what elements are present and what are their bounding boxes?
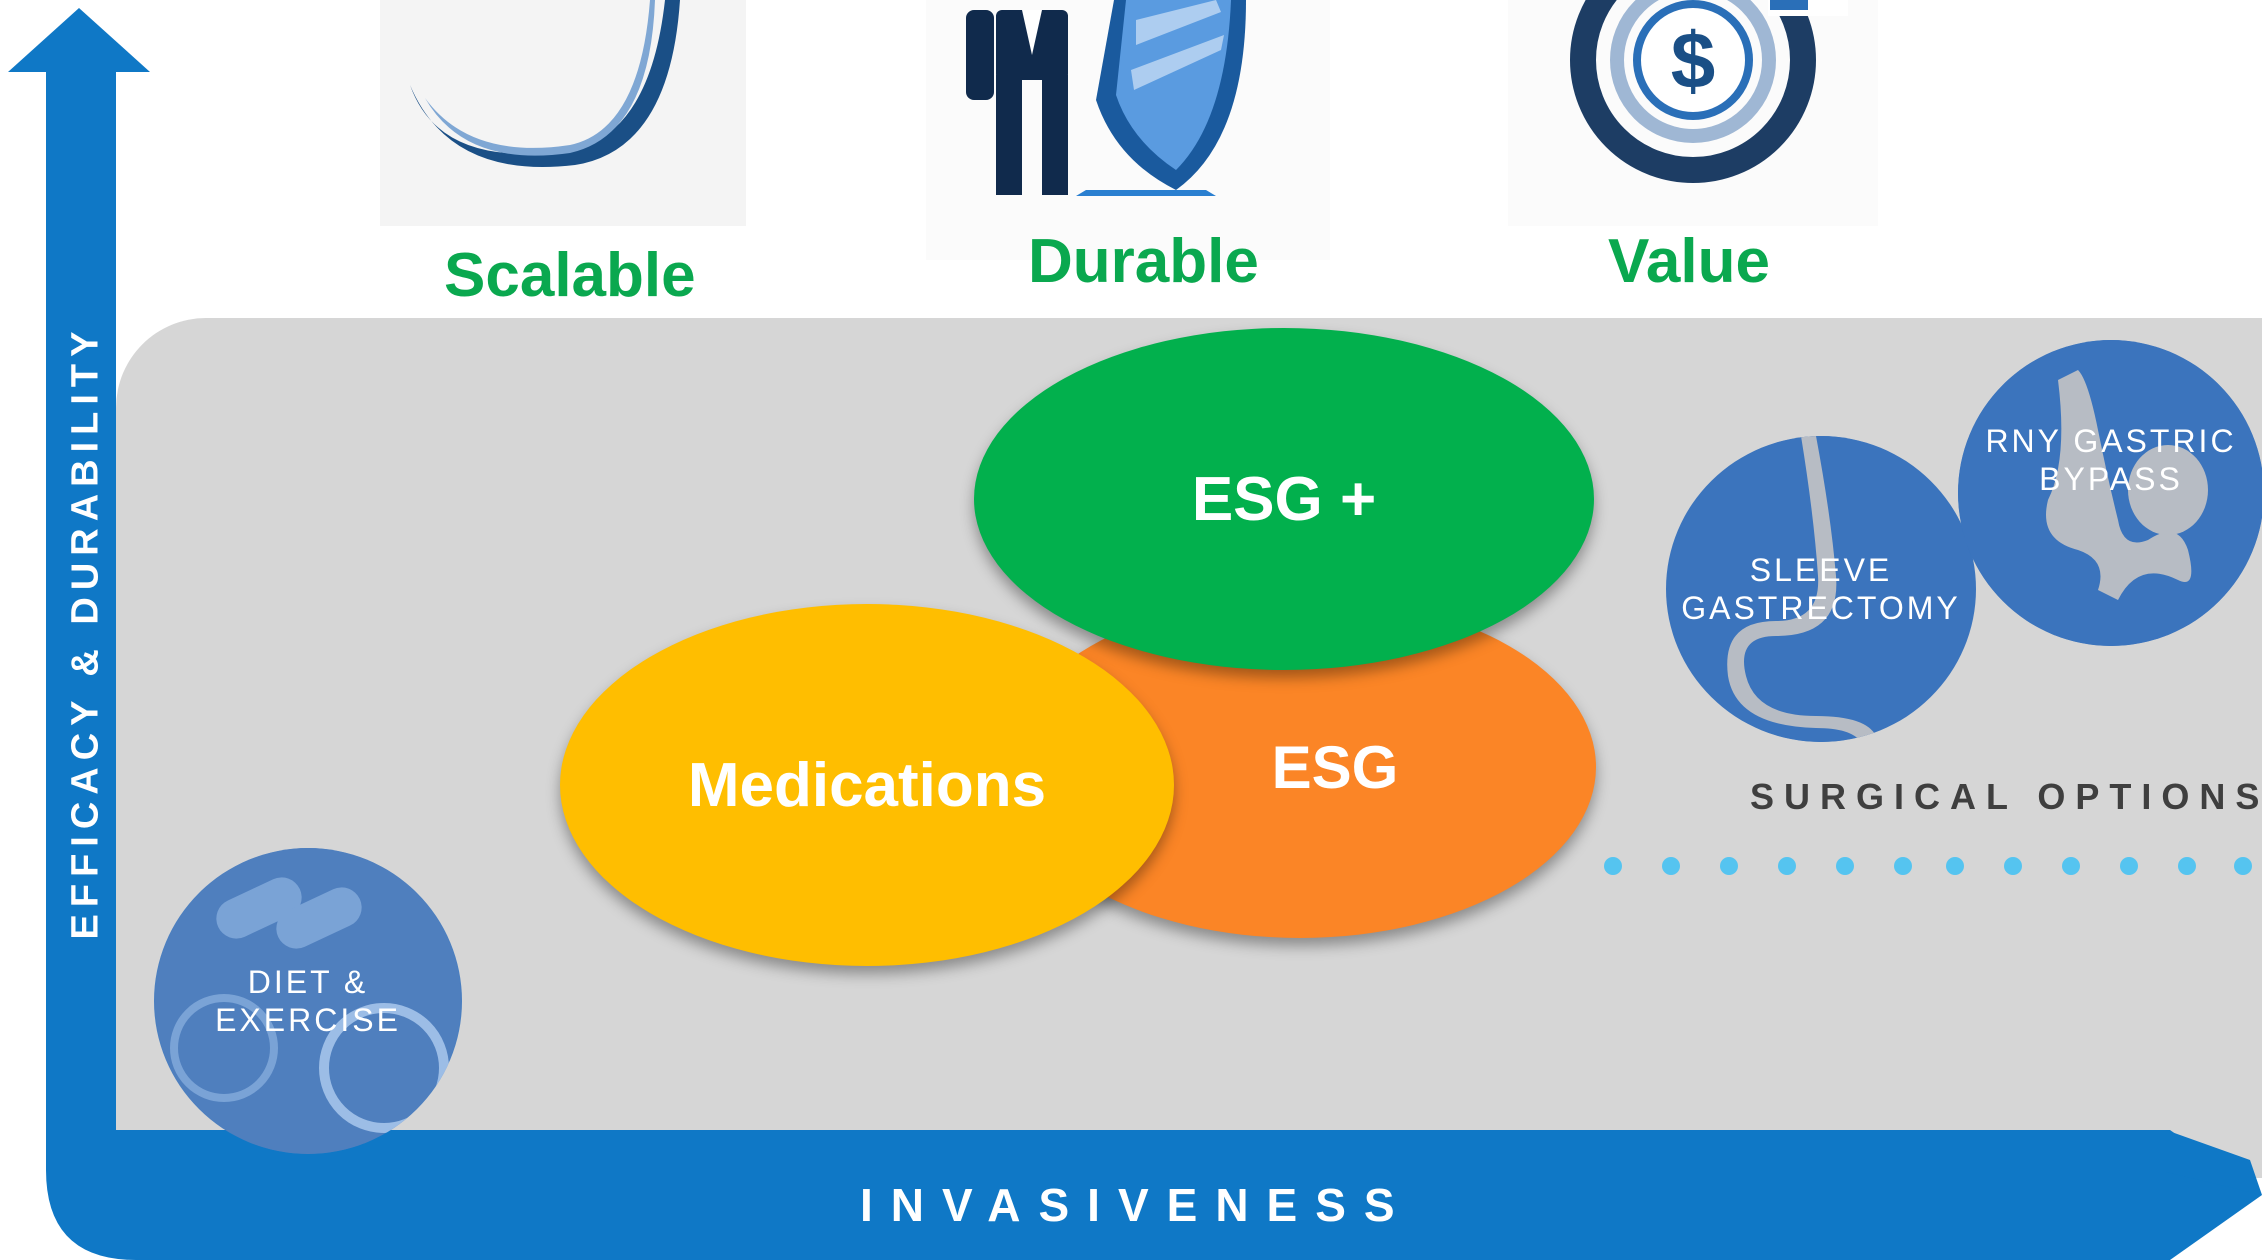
rny-gastric-bypass-label: RNY GASTRIC BYPASS xyxy=(1985,423,2237,497)
businessman-shield-icon xyxy=(926,0,1330,260)
y-axis-label: EFFICACY & DURABILITY xyxy=(64,324,107,940)
benefit-label-scalable: Scalable xyxy=(444,241,696,310)
sleeve-gastrectomy-label: SLEEVE GASTRECTOMY xyxy=(1681,552,1961,626)
x-axis-label: INVASIVENESS xyxy=(860,1179,1413,1231)
benefit-label-value: Value xyxy=(1608,227,1770,296)
swoosh-icon xyxy=(380,0,746,226)
esg-plus-label: ESG + xyxy=(1191,464,1377,534)
medications-label: Medications xyxy=(687,750,1047,820)
sleeve-gastrectomy-circle: SLEEVE GASTRECTOMY xyxy=(1666,436,1976,742)
sleeve-stomach-image xyxy=(1668,436,1974,742)
diet-exercise-circle: DIET & EXERCISE xyxy=(154,848,462,1154)
bypass-stomach-image xyxy=(1958,340,2262,646)
dollar-cycle-icon: $ xyxy=(1508,0,1878,226)
medications-ellipse: Medications xyxy=(560,604,1174,966)
benefit-label-durable: Durable xyxy=(1028,227,1259,296)
esg-label: ESG xyxy=(1271,733,1399,801)
rny-gastric-bypass-circle: RNY GASTRIC BYPASS xyxy=(1958,340,2262,646)
esg-plus-ellipse: ESG + xyxy=(974,328,1594,670)
surgical-options-label: SURGICAL OPTIONS xyxy=(1750,776,2262,817)
svg-text:$: $ xyxy=(1671,16,1716,105)
diet-exercise-image xyxy=(155,848,461,1154)
diet-exercise-label: DIET & EXERCISE xyxy=(215,964,401,1038)
